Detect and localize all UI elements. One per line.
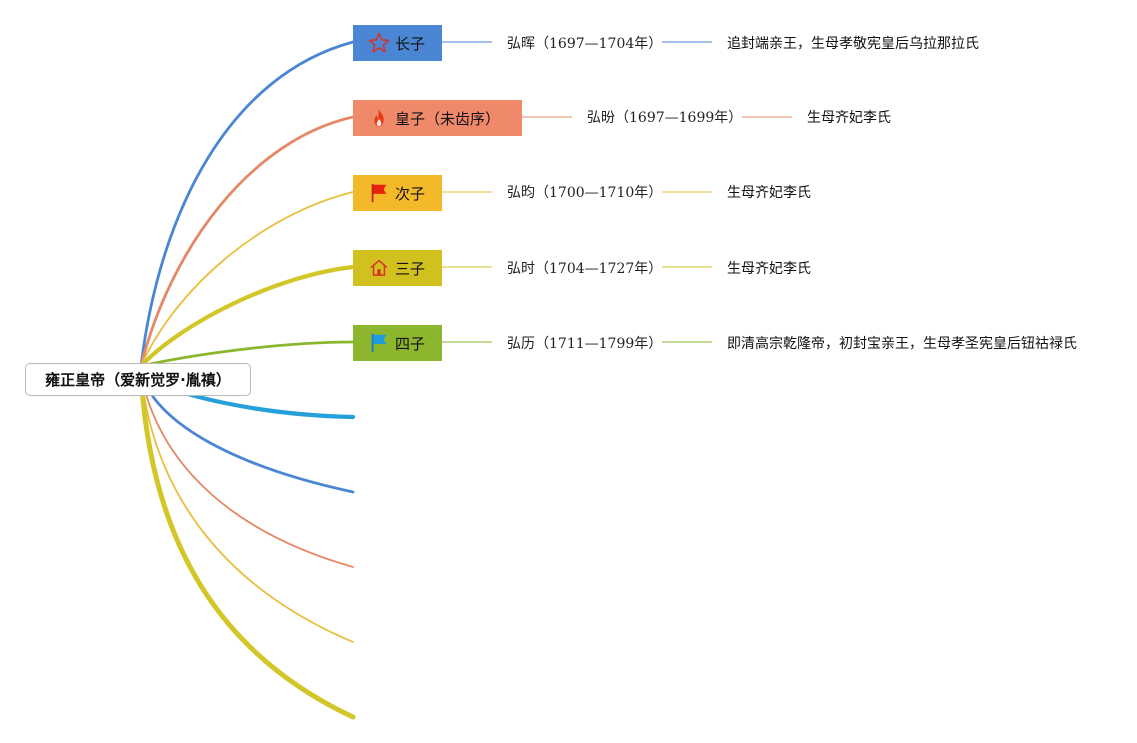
house-icon: [368, 257, 390, 279]
son-name[interactable]: 弘昐（1697—1699年）: [587, 110, 743, 126]
branch-connector: [140, 191, 354, 367]
topic-label: 三子: [395, 259, 426, 278]
flag-icon: [368, 332, 390, 354]
topic-second-son[interactable]: 次子: [353, 175, 442, 211]
root-topic-label: 雍正皇帝（爱新觉罗·胤禛）: [45, 371, 231, 389]
topic-label: 长子: [395, 34, 426, 53]
topic-label: 四子: [395, 334, 426, 353]
son-note[interactable]: 即清高宗乾隆帝，初封宝亲王，生母孝圣宪皇后钮祜禄氏: [727, 336, 1077, 352]
fire-icon: [368, 107, 390, 129]
son-note[interactable]: 生母齐妃李氏: [807, 110, 891, 126]
topic-eldest-son[interactable]: 长子: [353, 25, 442, 61]
son-note[interactable]: 生母齐妃李氏: [727, 261, 811, 277]
root-topic[interactable]: 雍正皇帝（爱新觉罗·胤禛）: [25, 363, 251, 396]
branch-connector: [139, 40, 355, 368]
star-icon: [368, 32, 390, 54]
branch-connector: [139, 340, 355, 368]
topic-unranked-prince[interactable]: 皇子（未齿序）: [353, 100, 522, 136]
empty-branch-connector: [140, 373, 354, 643]
topic-fourth-son[interactable]: 四子: [353, 325, 442, 361]
flag-icon: [368, 182, 390, 204]
topic-label: 次子: [395, 184, 426, 203]
topic-third-son[interactable]: 三子: [353, 250, 442, 286]
branch-connector: [139, 115, 355, 368]
son-name[interactable]: 弘晖（1697—1704年）: [507, 36, 663, 52]
empty-branch-connector: [140, 373, 354, 568]
branch-connector: [138, 264, 356, 369]
son-name[interactable]: 弘时（1704—1727年）: [507, 261, 663, 277]
son-note[interactable]: 生母齐妃李氏: [727, 185, 811, 201]
son-name[interactable]: 弘昀（1700—1710年）: [507, 185, 663, 201]
empty-branch-connector: [138, 371, 356, 720]
son-note[interactable]: 追封端亲王，生母孝敬宪皇后乌拉那拉氏: [727, 36, 979, 52]
son-name[interactable]: 弘历（1711—1799年）: [507, 336, 663, 352]
topic-label: 皇子（未齿序）: [395, 109, 501, 128]
